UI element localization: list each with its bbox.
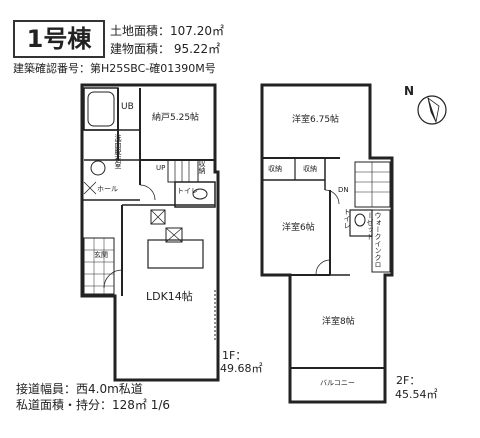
f1-toilet-label: トイレ [177,187,198,195]
compass-icon [417,95,447,125]
f1-closet-label: 収納 [198,160,206,174]
building-area: 建物面積： 95.22㎡ [110,42,221,56]
compass-north-label: N [404,84,415,98]
road-width: 接道幅員：西4.0m私道 [16,382,143,396]
land-area: 土地面積：107.20㎡ [110,24,224,38]
f2-closet-a-label: 収納 [268,165,282,173]
f2-floor-label: 2F： [396,374,421,387]
f1-floor-area: 49.68㎡ [220,362,263,375]
road-area: 私道面積・持分：128㎡ 1/6 [16,398,171,412]
f1-ldk-label: LDK14帖 [146,290,193,303]
f2-walkin-label: ウォークインクローゼット [366,212,382,268]
f1-up-label: UP [156,164,166,172]
f1-washroom-label: 洗面脱衣室 [114,134,122,169]
f1-bath-label: UB [121,102,134,112]
f2-western-8-label: 洋室8帖 [322,317,355,327]
f1-floor-label: 1F： [222,349,247,362]
building-number: 1号棟 [13,20,105,58]
permit-number: 建築確認番号：第H25SBC-確01390M号 [13,62,216,75]
floor1-plan [80,83,220,382]
f2-dn-label: DN [338,186,349,194]
f2-balcony-label: バルコニー [320,379,355,387]
f2-western-6-label: 洋室6帖 [282,223,315,233]
f1-storage-label: 納戸5.25帖 [152,113,200,123]
f1-hall-label: ホール [97,185,118,193]
f2-closet-b-label: 収納 [303,165,317,173]
f1-entrance-label: 玄関 [94,251,108,259]
f2-western-675-label: 洋室6.75帖 [292,115,340,125]
f2-floor-area: 45.54㎡ [395,388,438,401]
floor2-plan [260,83,394,404]
f2-toilet-label: トイレ [343,208,351,229]
